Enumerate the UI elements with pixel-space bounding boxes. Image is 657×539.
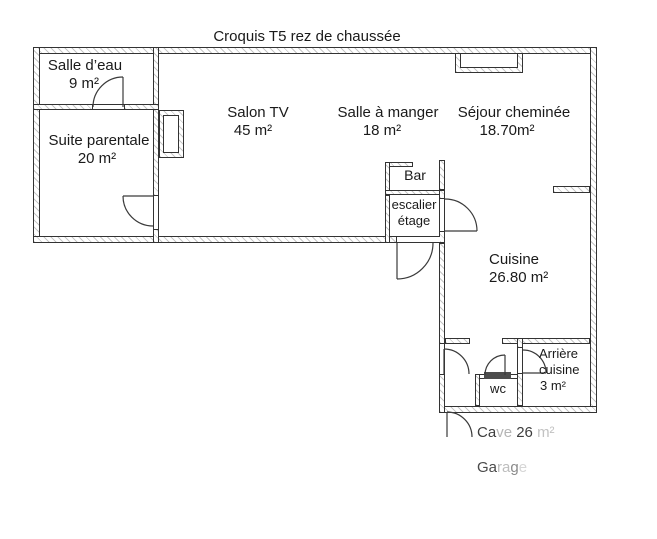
wall — [502, 338, 590, 344]
room-label-etage: étage — [397, 213, 431, 228]
wall — [590, 47, 597, 413]
room-label-cuisine: Cuisine — [489, 251, 540, 268]
chimney-core — [460, 53, 518, 68]
door-arc — [444, 198, 478, 232]
wall-opening — [439, 199, 445, 231]
wall — [445, 338, 470, 344]
room-label-suite-parentale: Suite parentale — [48, 132, 150, 149]
room-label-wc: wc — [490, 381, 506, 396]
room-area-salon-tv: 45 m² — [233, 122, 273, 139]
wall — [385, 195, 390, 243]
annotation-garage: Garage — [477, 459, 528, 476]
room-area-arriere-cuisine: 3 m² — [540, 378, 566, 393]
room-label-salle-a-manger: Salle à manger — [337, 104, 439, 121]
door-arc — [122, 195, 154, 227]
room-area-suite-parentale: 20 m² — [77, 150, 117, 167]
wall — [33, 236, 397, 243]
wall — [475, 374, 480, 406]
wall — [439, 243, 445, 344]
room-label-arriere-cuisine: cuisine — [539, 362, 580, 377]
wall — [33, 47, 40, 243]
door-arc — [443, 348, 470, 375]
room-label-sejour-cheminee: Séjour cheminée — [457, 104, 571, 121]
wall-opening — [153, 196, 159, 229]
room-label-escalier: escalier — [391, 197, 437, 212]
door-arc — [396, 242, 434, 280]
room-label-arriere: Arrière — [539, 346, 579, 361]
wall — [439, 160, 445, 190]
room-label-salle-deau: Salle d’eau — [47, 57, 123, 74]
wall — [153, 47, 159, 196]
wall — [553, 186, 590, 193]
room-label-salon-tv: Salon TV — [227, 104, 289, 121]
room-area-sejour-cheminee: 18.70m² — [479, 122, 535, 139]
wall — [439, 190, 445, 199]
plan-title: Croquis T5 rez de chaussée — [213, 28, 401, 45]
wc-door-panel — [484, 372, 511, 379]
wall — [33, 104, 93, 110]
closet-core — [163, 115, 179, 153]
wall — [440, 406, 597, 413]
annotation-cave: Cave 26 m² — [477, 424, 555, 441]
room-area-cuisine: 26.80 m² — [489, 269, 549, 286]
wall-opening — [517, 348, 523, 373]
wall — [517, 338, 523, 348]
wall — [385, 190, 445, 195]
wall-opening — [397, 236, 440, 243]
wall — [439, 374, 445, 413]
room-area-salle-deau: 9 m² — [69, 75, 99, 92]
wall-opening — [439, 344, 445, 374]
door-arc — [446, 411, 473, 438]
wall-opening — [93, 104, 124, 110]
room-label-bar: Bar — [404, 167, 426, 183]
wall — [124, 104, 159, 110]
wall — [517, 373, 523, 406]
wall — [153, 229, 159, 243]
room-area-salle-a-manger: 18 m² — [362, 122, 402, 139]
